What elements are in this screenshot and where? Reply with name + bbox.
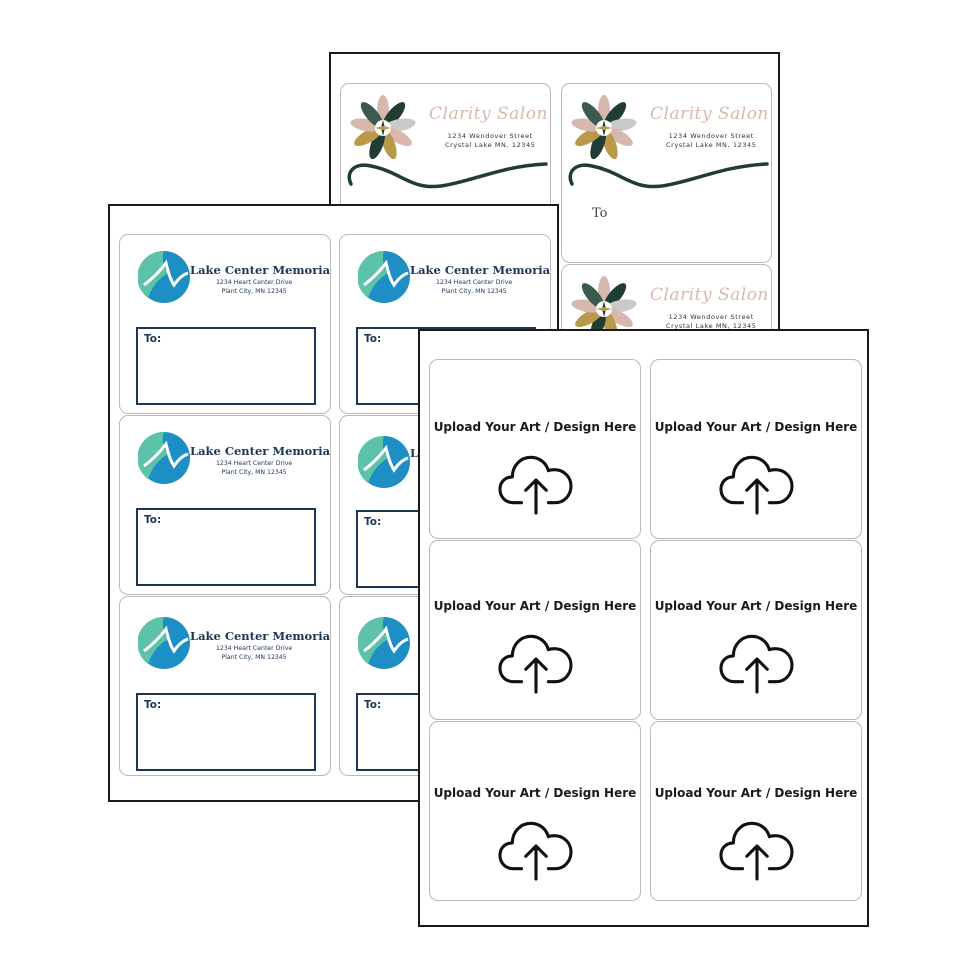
address-line-1: 1234 Heart Center Drive bbox=[216, 279, 293, 286]
swoosh-decoration bbox=[568, 162, 769, 189]
to-label: To: bbox=[364, 699, 382, 711]
upload-prompt: Upload Your Art / Design Here bbox=[654, 420, 858, 434]
lake-center-logo-icon bbox=[358, 615, 412, 671]
upload-prompt: Upload Your Art / Design Here bbox=[654, 786, 858, 800]
to-label: To: bbox=[144, 333, 162, 345]
cloud-upload-icon[interactable] bbox=[498, 445, 574, 515]
lake-center-label[interactable]: Lake Center Memorial 1234 Heart Center D… bbox=[119, 234, 331, 414]
cloud-upload-icon[interactable] bbox=[719, 624, 795, 694]
to-label: To: bbox=[144, 699, 162, 711]
cloud-upload-icon[interactable] bbox=[498, 624, 574, 694]
upload-prompt: Upload Your Art / Design Here bbox=[433, 599, 637, 613]
upload-label[interactable]: Upload Your Art / Design Here bbox=[429, 721, 641, 901]
lake-center-logo-icon bbox=[358, 249, 412, 305]
lake-center-title: Lake Center Memorial bbox=[190, 444, 331, 458]
swoosh-decoration bbox=[347, 162, 548, 189]
recipient-box[interactable]: To: bbox=[136, 693, 316, 771]
upload-label[interactable]: Upload Your Art / Design Here bbox=[429, 359, 641, 539]
cloud-upload-icon[interactable] bbox=[498, 811, 574, 881]
lake-center-title: Lake Center Memorial bbox=[190, 629, 331, 643]
salon-name: Clarity Salon + Spa bbox=[429, 104, 550, 124]
upload-label[interactable]: Upload Your Art / Design Here bbox=[650, 721, 862, 901]
lake-center-logo-icon bbox=[358, 434, 412, 490]
upload-prompt: Upload Your Art / Design Here bbox=[433, 786, 637, 800]
address-line-1: 1234 Wendover Street bbox=[668, 313, 754, 321]
address-line-2: Crystal Lake MN, 12345 bbox=[666, 141, 757, 149]
to-label: To: bbox=[364, 516, 382, 528]
to-label: To: bbox=[364, 333, 382, 345]
address-line-2: Plant City, MN 12345 bbox=[221, 653, 287, 661]
address-line-2: Plant City, MN 12345 bbox=[221, 287, 287, 295]
address-line-1: 1234 Heart Center Drive bbox=[216, 645, 293, 652]
lake-center-logo-icon bbox=[138, 615, 192, 671]
address-line-2: Plant City, MN 12345 bbox=[221, 468, 287, 476]
cloud-upload-icon[interactable] bbox=[719, 445, 795, 515]
lake-center-label[interactable]: Lake Center Memorial 1234 Heart Center D… bbox=[119, 415, 331, 595]
lake-center-address: 1234 Heart Center Drive Plant City, MN 1… bbox=[216, 460, 292, 477]
lake-center-address: 1234 Heart Center Drive Plant City, MN 1… bbox=[216, 279, 292, 296]
lake-center-title: Lake Center Memorial bbox=[190, 263, 331, 277]
salon-name: Clarity Salon + Spa bbox=[650, 285, 771, 305]
upload-label[interactable]: Upload Your Art / Design Here bbox=[650, 540, 862, 720]
upload-label[interactable]: Upload Your Art / Design Here bbox=[429, 540, 641, 720]
address-line-1: 1234 Wendover Street bbox=[447, 132, 533, 140]
salon-to-label: To bbox=[592, 206, 608, 221]
upload-label-sheet: Upload Your Art / Design Here Upload You… bbox=[418, 329, 869, 927]
address-line-2: Crystal Lake MN, 12345 bbox=[445, 141, 536, 149]
upload-label[interactable]: Upload Your Art / Design Here bbox=[650, 359, 862, 539]
recipient-box[interactable]: To: bbox=[136, 327, 316, 405]
address-line-2: Plant City, MN 12345 bbox=[441, 287, 507, 295]
upload-prompt: Upload Your Art / Design Here bbox=[654, 599, 858, 613]
upload-prompt: Upload Your Art / Design Here bbox=[433, 420, 637, 434]
salon-name: Clarity Salon + Spa bbox=[650, 104, 771, 124]
lake-center-address: 1234 Heart Center Drive Plant City, MN 1… bbox=[436, 279, 512, 296]
lake-center-label[interactable]: Lake Center Memorial 1234 Heart Center D… bbox=[119, 596, 331, 776]
salon-address: 1234 Wendover Street Crystal Lake MN, 12… bbox=[445, 132, 536, 150]
to-label: To: bbox=[144, 514, 162, 526]
salon-address: 1234 Wendover Street Crystal Lake MN, 12… bbox=[666, 313, 757, 331]
address-line-1: 1234 Heart Center Drive bbox=[436, 279, 513, 286]
lake-center-logo-icon bbox=[138, 249, 192, 305]
cloud-upload-icon[interactable] bbox=[719, 811, 795, 881]
recipient-box[interactable]: To: bbox=[136, 508, 316, 586]
address-line-1: 1234 Heart Center Drive bbox=[216, 460, 293, 467]
address-line-2: Crystal Lake MN, 12345 bbox=[666, 322, 757, 330]
address-line-1: 1234 Wendover Street bbox=[668, 132, 754, 140]
lake-center-title: Lake Center Memorial bbox=[410, 263, 551, 277]
lake-center-logo-icon bbox=[138, 430, 192, 486]
salon-label[interactable]: Clarity Salon + Spa 1234 Wendover Street… bbox=[561, 83, 772, 263]
salon-address: 1234 Wendover Street Crystal Lake MN, 12… bbox=[666, 132, 757, 150]
lake-center-address: 1234 Heart Center Drive Plant City, MN 1… bbox=[216, 645, 292, 662]
